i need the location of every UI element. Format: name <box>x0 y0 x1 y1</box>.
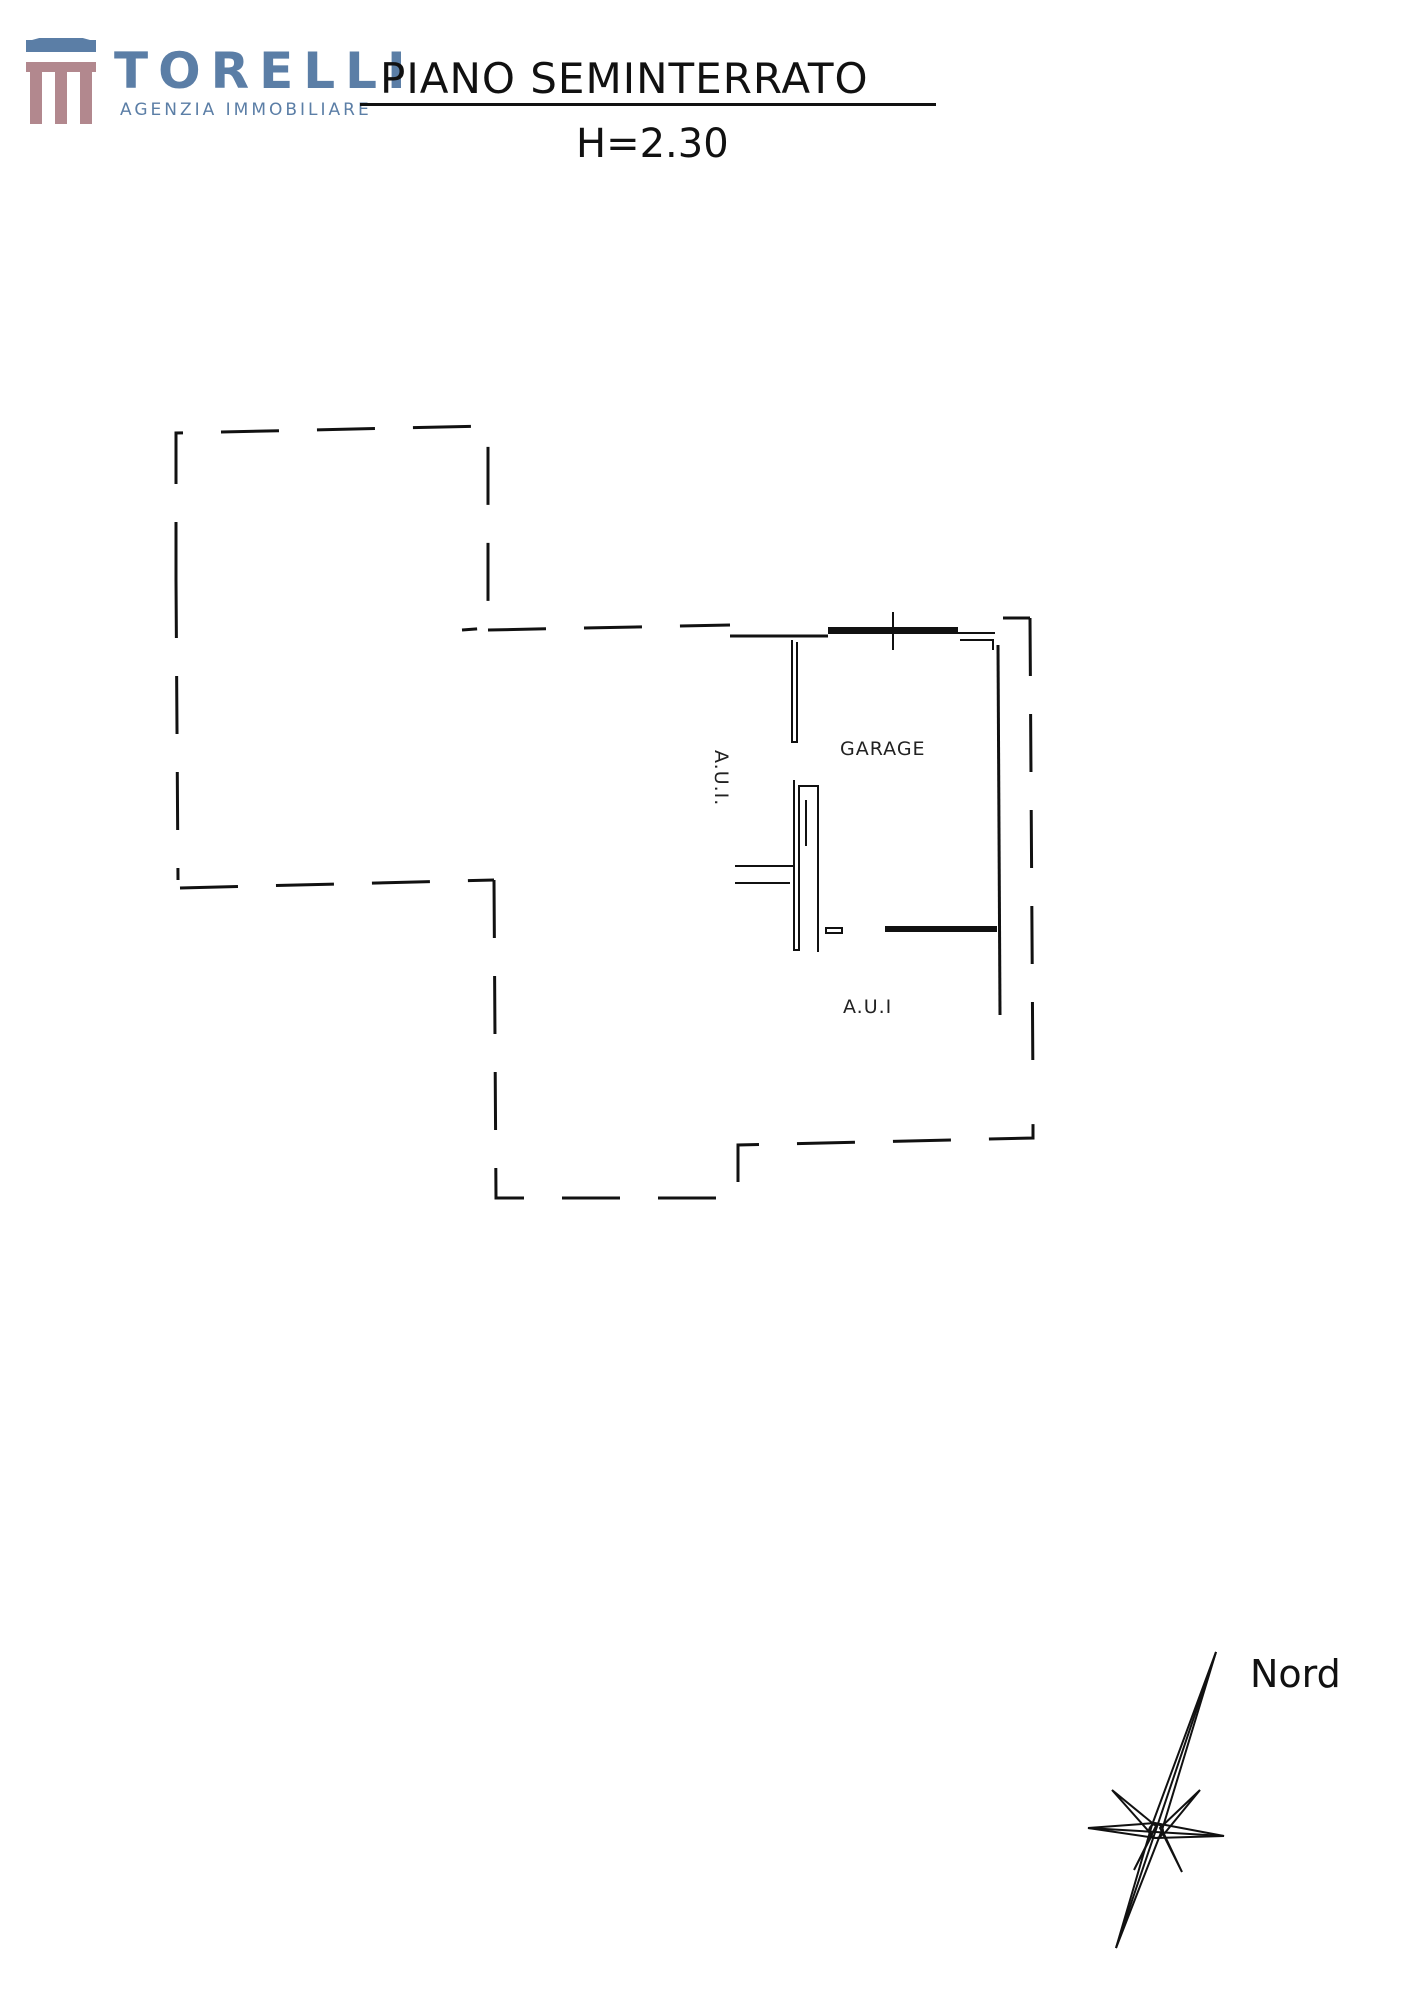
boundary-left-edge <box>174 579 180 881</box>
outer-dashed-boundary <box>174 424 1035 1200</box>
garage-bottom-stub <box>825 927 843 934</box>
boundary-top-edge <box>487 623 731 632</box>
garage-bottom-wall <box>885 926 997 932</box>
garage-left-wall-upper <box>791 640 798 743</box>
compass-rose-icon <box>1087 1651 1225 1949</box>
torelli-logo-mark-icon <box>26 38 96 124</box>
logo-subtitle: AGENZIA IMMOBILIARE <box>120 100 372 120</box>
room-label-garage: GARAGE <box>840 738 926 760</box>
boundary-right-wall <box>1028 617 1035 1091</box>
title-underline <box>360 103 936 106</box>
ceiling-height: H=2.30 <box>576 121 729 167</box>
garage-walls <box>730 612 1002 1016</box>
room-label-aui-bottom: A.U.I <box>843 996 893 1018</box>
room-label-aui-side: A.U.I. <box>710 750 732 807</box>
garage-left-wall-lower <box>793 780 819 952</box>
boundary-middle-edge <box>179 878 495 890</box>
logo-name: TORELLI <box>114 42 416 100</box>
boundary-upper-left <box>174 424 490 632</box>
garage-corner <box>960 639 994 650</box>
garage-right-wall <box>996 644 1002 1016</box>
north-label: Nord <box>1250 1652 1341 1696</box>
agency-logo: TORELLI AGENZIA IMMOBILIARE <box>26 38 406 128</box>
plan-title: PIANO SEMINTERRATO <box>380 54 869 103</box>
boundary-lower <box>492 879 1035 1200</box>
